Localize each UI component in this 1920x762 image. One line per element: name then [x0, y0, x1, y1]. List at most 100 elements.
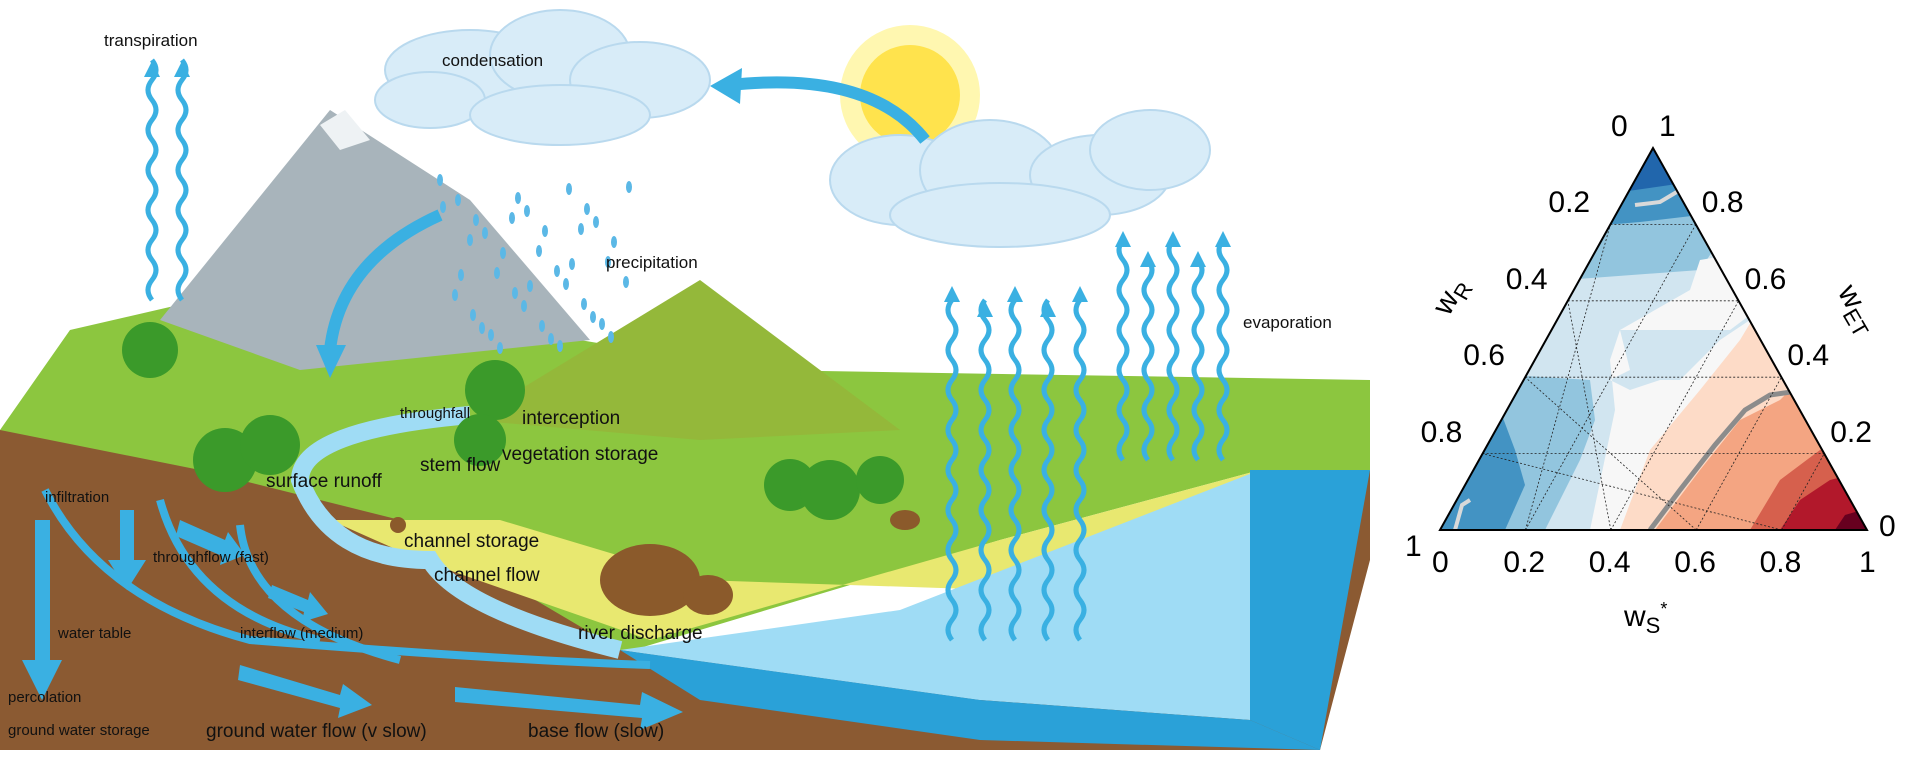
grid-line — [1567, 300, 1612, 531]
tick-left: 0.2 — [1548, 186, 1591, 220]
rain-drop — [473, 214, 479, 226]
rain-drop — [593, 216, 599, 228]
rain-drop — [482, 227, 488, 239]
label-percolation: percolation — [8, 689, 82, 706]
grid-line — [1482, 453, 1782, 531]
rain-drop — [467, 234, 473, 246]
axis-label-bottom-sub: S — [1645, 613, 1661, 638]
label-stem-flow: stem flow — [420, 455, 501, 476]
vapor-arrow — [945, 298, 959, 642]
arrow-head — [1115, 231, 1131, 247]
label-ground-water-flow: ground water flow (v slow) — [206, 721, 427, 742]
label-base-flow: base flow (slow) — [528, 721, 665, 742]
vapor-arrow — [1141, 258, 1155, 462]
contour-band — [1600, 148, 1700, 195]
tick-left: 0.6 — [1463, 339, 1505, 373]
label-water-table: water table — [58, 625, 132, 642]
tick-bottom: 0.2 — [1503, 546, 1546, 579]
arrow-head — [1140, 251, 1156, 267]
tick-right: 0.6 — [1744, 262, 1787, 296]
subsurface-flows — [41, 488, 651, 669]
ternary-grid — [1482, 223, 1825, 531]
mountain-green — [470, 280, 900, 440]
lake — [620, 470, 1260, 720]
vapor-arrow — [175, 58, 189, 302]
tick-bottom: 0.8 — [1759, 546, 1802, 579]
vapor-arrow — [1166, 238, 1180, 462]
rain-drop — [437, 174, 443, 186]
axis-label-bottom-sup: * — [1660, 599, 1668, 619]
tick-right: 1 — [1659, 110, 1676, 143]
label-interflow: interflow (medium) — [240, 625, 364, 642]
arrow-head — [977, 301, 993, 317]
cloud-evaporation — [829, 109, 1211, 248]
vapor-arrow — [1041, 298, 1055, 642]
rain-drop — [548, 333, 554, 345]
rain-drop — [527, 280, 533, 292]
rain-drop — [605, 256, 611, 268]
tick-right: 0.8 — [1701, 186, 1744, 220]
tick-right: 0 — [1879, 510, 1896, 543]
tick-left: 0.4 — [1505, 262, 1548, 296]
tick-left: 0 — [1611, 110, 1628, 143]
label-channel-storage: channel storage — [404, 531, 540, 552]
rain-drop — [515, 192, 521, 204]
rain-drop — [542, 225, 548, 237]
arrow-head — [1190, 251, 1206, 267]
rain-drop — [440, 201, 446, 213]
arrow-head — [1215, 231, 1231, 247]
tick-bottom: 1 — [1859, 546, 1876, 579]
vapor-arrow — [1008, 298, 1022, 642]
rain-drop — [497, 342, 503, 354]
grid-line — [1781, 453, 1825, 531]
tick-right: 0.2 — [1830, 415, 1872, 449]
flow-arrows — [22, 510, 683, 730]
label-throughfall: throughfall — [400, 405, 471, 422]
vapor-arrow — [145, 58, 159, 302]
label-ground-water-storage: ground water storage — [8, 722, 150, 739]
arrow-head — [1165, 231, 1181, 247]
label-surface-runoff: surface runoff — [266, 471, 382, 492]
rain-drop — [494, 267, 500, 279]
rain-drop — [608, 331, 614, 343]
rain-drop — [599, 318, 605, 330]
vapor-arrow — [1216, 238, 1230, 462]
vapor-arrow — [1073, 298, 1087, 642]
tick-bottom: 0 — [1432, 546, 1449, 579]
tick-left: 0.8 — [1420, 415, 1463, 449]
rain-drop — [554, 265, 560, 277]
label-vegetation-storage: vegetation storage — [502, 444, 659, 465]
label-condensation: condensation — [442, 51, 544, 70]
trees — [122, 322, 904, 520]
label-river-discharge: river discharge — [578, 623, 703, 644]
sand-bank — [330, 470, 1260, 640]
rain-drop — [569, 258, 575, 270]
grid-line — [1695, 377, 1782, 531]
rain-drop — [500, 247, 506, 259]
label-transpiration: transpiration — [104, 31, 198, 50]
arrow-head — [1007, 286, 1023, 302]
condensation-arrow — [729, 76, 930, 144]
arrow-head — [1040, 301, 1056, 317]
triangle-frame — [1438, 145, 1869, 531]
arrow-head — [1072, 286, 1088, 302]
rain-drop — [626, 181, 632, 193]
vapor-arrow — [978, 298, 992, 642]
rain-drop — [566, 183, 572, 195]
soil — [0, 430, 1370, 750]
rain-drop — [452, 289, 458, 301]
axis-label-bottom: wS* — [1624, 600, 1667, 637]
grid-line — [1525, 224, 1611, 531]
contour-line-light — [1453, 498, 1472, 530]
label-channel-flow: channel flow — [434, 565, 540, 586]
mountain-grey — [160, 110, 590, 370]
rain-drop — [578, 223, 584, 235]
rain-drop — [623, 276, 629, 288]
tick-left: 1 — [1405, 530, 1422, 563]
runoff-arrow — [324, 209, 443, 351]
label-infiltration: infiltration — [45, 489, 110, 506]
arrow-head — [144, 61, 160, 77]
